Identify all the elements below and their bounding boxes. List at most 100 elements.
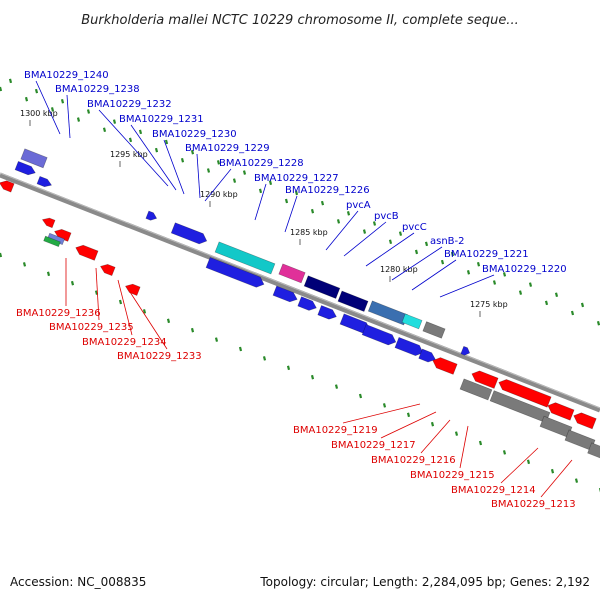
guide-dot bbox=[430, 421, 435, 427]
guide-dot bbox=[358, 393, 363, 399]
guide-dot bbox=[574, 478, 579, 483]
guide-dot bbox=[8, 78, 13, 84]
chromosome-backbone-highlight bbox=[0, 172, 600, 409]
gene-feature bbox=[41, 217, 56, 229]
guide-dot bbox=[206, 168, 211, 173]
forward-gene-label: BMA10229_1231 bbox=[119, 114, 204, 125]
label-leader bbox=[98, 109, 169, 187]
guide-dot bbox=[310, 208, 315, 214]
reverse-gene-label: BMA10229_1214 bbox=[451, 485, 536, 496]
gene-feature bbox=[422, 321, 446, 339]
label-leader bbox=[66, 94, 71, 139]
label-leader bbox=[380, 411, 437, 439]
chromosome-backbone bbox=[0, 172, 600, 413]
gene-feature bbox=[337, 290, 369, 312]
label-leader bbox=[254, 183, 267, 221]
guide-dot bbox=[596, 320, 600, 326]
guide-dot bbox=[544, 300, 549, 306]
label-leader bbox=[163, 139, 185, 195]
tick-label: 1290 kbp bbox=[200, 190, 238, 199]
guide-dot bbox=[166, 318, 171, 324]
forward-gene-label: pvcA bbox=[346, 200, 371, 211]
gene-feature bbox=[459, 378, 493, 401]
gene-feature bbox=[170, 222, 208, 245]
guide-dot bbox=[216, 160, 221, 165]
guide-dot bbox=[164, 139, 169, 145]
guide-dot bbox=[424, 241, 429, 247]
guide-dot bbox=[118, 299, 123, 305]
gene-feature bbox=[401, 313, 423, 330]
label-leader bbox=[540, 459, 573, 498]
forward-gene-label: BMA10229_1226 bbox=[285, 185, 370, 196]
label-leader bbox=[365, 232, 415, 267]
gene-features bbox=[0, 148, 600, 461]
label-leader bbox=[342, 403, 421, 424]
gene-feature bbox=[432, 357, 458, 375]
gene-feature bbox=[297, 296, 317, 311]
guide-dot bbox=[310, 374, 315, 380]
guide-dot bbox=[0, 252, 3, 258]
guide-dot bbox=[362, 229, 367, 234]
gene-feature bbox=[20, 148, 48, 169]
tick-label: 1285 kbp bbox=[290, 228, 328, 237]
gene-feature bbox=[43, 235, 61, 248]
guide-dot bbox=[142, 309, 147, 314]
guide-dot bbox=[86, 109, 91, 114]
tick-label: 1300 kbp bbox=[20, 109, 58, 118]
guide-dot bbox=[46, 271, 51, 277]
gene-feature bbox=[361, 324, 397, 346]
guide-dot bbox=[24, 96, 29, 102]
forward-gene-label: BMA10229_1221 bbox=[444, 249, 529, 260]
guide-dot bbox=[454, 431, 459, 436]
label-leader bbox=[500, 447, 539, 484]
label-leader bbox=[196, 153, 201, 199]
topology-text: Topology: circular; Length: 2,284,095 bp… bbox=[259, 575, 590, 589]
gene-feature bbox=[460, 345, 471, 356]
forward-gene-label: pvcB bbox=[374, 211, 399, 222]
reverse-gene-label: BMA10229_1213 bbox=[491, 499, 576, 510]
guide-dot bbox=[262, 356, 267, 361]
forward-gene-label: BMA10229_1229 bbox=[185, 143, 270, 154]
forward-gene-label: BMA10229_1240 bbox=[24, 70, 109, 81]
gene-feature bbox=[125, 283, 141, 296]
guide-dot bbox=[76, 117, 81, 122]
guide-dot bbox=[286, 365, 291, 371]
guide-dot bbox=[580, 302, 585, 308]
guide-dot bbox=[214, 337, 219, 342]
label-leader bbox=[130, 124, 177, 191]
forward-gene-label: BMA10229_1227 bbox=[254, 173, 339, 184]
gene-feature bbox=[587, 442, 600, 461]
gene-feature bbox=[205, 256, 265, 288]
guide-dot bbox=[154, 147, 159, 153]
guide-dot bbox=[70, 280, 75, 286]
gene-feature bbox=[145, 210, 158, 221]
guide-dot bbox=[294, 190, 299, 196]
label-leader bbox=[439, 274, 495, 298]
guide-dot bbox=[242, 170, 247, 175]
guide-dot bbox=[382, 403, 387, 408]
gene-feature bbox=[75, 244, 99, 261]
gene-feature bbox=[278, 263, 306, 284]
guide-dot bbox=[320, 200, 325, 206]
guide-dot bbox=[476, 261, 481, 267]
guide-dot bbox=[284, 198, 289, 204]
gene-feature bbox=[547, 402, 575, 421]
guide-dot bbox=[138, 129, 143, 135]
guide-dot bbox=[180, 158, 185, 163]
guide-dot bbox=[372, 221, 377, 226]
forward-gene-label: BMA10229_1220 bbox=[482, 264, 567, 275]
reverse-gene-labels: BMA10229_1236BMA10229_1235BMA10229_1234B… bbox=[16, 258, 576, 510]
reverse-gene-label: BMA10229_1234 bbox=[82, 337, 167, 348]
reverse-gene-label: BMA10229_1219 bbox=[293, 425, 378, 436]
guide-dot bbox=[414, 249, 419, 255]
label-leader bbox=[459, 425, 469, 469]
guide-dot bbox=[238, 346, 243, 352]
forward-gene-label: asnB-2 bbox=[430, 236, 465, 247]
gene-feature bbox=[418, 348, 436, 363]
guide-dot bbox=[102, 127, 107, 133]
guide-dot bbox=[346, 211, 351, 216]
guide-dot bbox=[94, 290, 99, 295]
guide-dot bbox=[0, 86, 3, 92]
label-leader bbox=[325, 210, 359, 251]
